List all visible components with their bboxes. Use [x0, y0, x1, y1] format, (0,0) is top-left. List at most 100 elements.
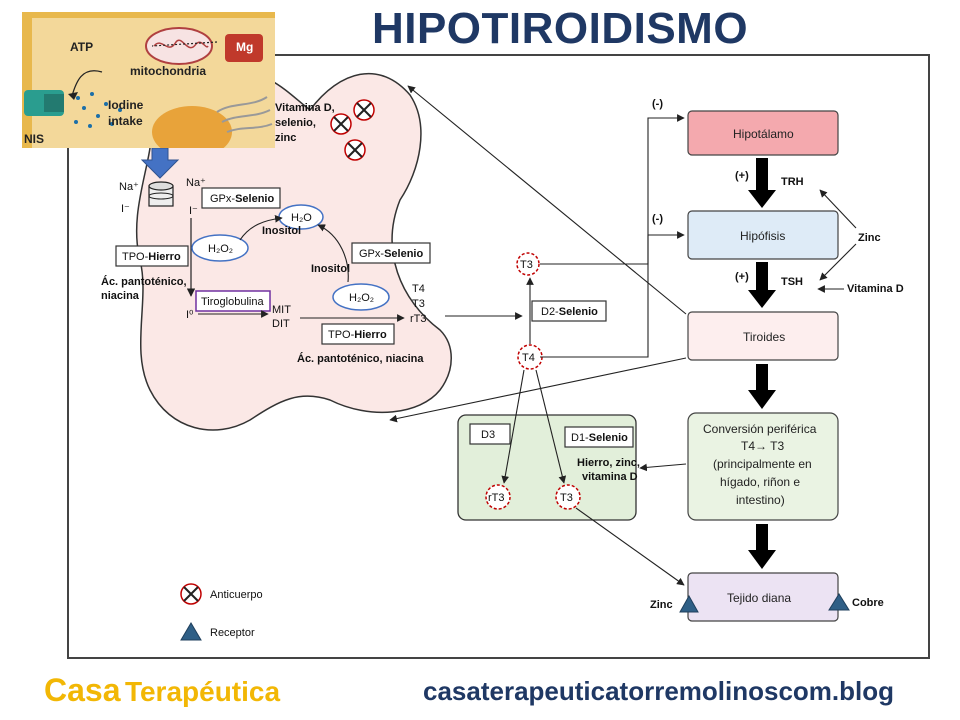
inositol-arrow-2	[317, 224, 349, 283]
d2-selenio-box	[531, 300, 607, 322]
cell-inset-illustration: ATP Mg mitochondria Iodine intake NIS	[22, 12, 275, 148]
hipotalamo-box	[687, 110, 839, 156]
mitochondria-icon	[145, 27, 213, 65]
tiroides-to-cell-top-arrow	[407, 85, 687, 315]
hipofisis-box	[687, 210, 839, 260]
tpo-hierro-box-1	[115, 245, 189, 267]
conversion-label-1: Conversión periférica	[703, 422, 817, 436]
conversion-label-2: T4→ T3	[741, 439, 784, 453]
vitamina-d-green-label: vitamina D	[582, 471, 638, 483]
conversion-label-4: hígado, riñon e	[720, 475, 800, 489]
antibody-icon-3	[344, 139, 366, 161]
selenio-label: selenio,	[275, 117, 316, 129]
h2o2-label-2: H₂O₂	[349, 292, 374, 304]
niacina-label-1: niacina	[101, 290, 140, 302]
tpo-hierro-label-2: TPO-Hierro	[328, 329, 387, 341]
gpx-selenio-label-1: GPx-Selenio	[210, 193, 274, 205]
ac-pantotenico-label-1: Ác. pantoténico,	[101, 275, 187, 288]
pos-label-2: (+)	[735, 271, 749, 283]
d1-selenio-box	[564, 426, 634, 448]
thick-arrow-tsh	[748, 262, 776, 308]
inositol-label-1: Inositol	[262, 225, 301, 237]
golgi-shape	[216, 96, 273, 133]
gpx-selenio-box-1	[201, 187, 281, 209]
conversion-to-deiodinase-arrow	[639, 463, 687, 472]
brand-footer: Casa Terapéutica	[44, 672, 280, 709]
t3-to-tejido-arrow	[575, 507, 685, 586]
tsh-label: TSH	[781, 276, 803, 288]
d1-selenio-label: D1-Selenio	[571, 432, 628, 444]
zinc-receptor-label: Zinc	[650, 599, 673, 611]
receptor-cobre-icon	[828, 593, 850, 611]
conversion-label-5: intestino)	[736, 493, 785, 507]
conversion-label-3: (principalmente en	[713, 457, 812, 471]
neg-label-2: (-)	[652, 213, 663, 225]
hipofisis-label: Hipófisis	[740, 229, 785, 243]
legend-antibody-icon	[180, 583, 202, 605]
nis-transporter-icon	[148, 181, 174, 207]
page-title: HIPOTIROIDISMO	[371, 4, 749, 53]
rt3-cloud	[485, 484, 511, 510]
inositol-arrow-1	[239, 214, 283, 241]
pos-label-1: (+)	[735, 170, 749, 182]
rt3-middle-label: rT3	[488, 492, 505, 504]
thick-arrow-trh	[748, 158, 776, 208]
nis-label: NIS	[24, 132, 45, 146]
thick-arrow-conversion	[748, 364, 776, 409]
cobre-label: Cobre	[852, 597, 884, 609]
t3-bottom-label: T3	[560, 492, 573, 504]
antibody-icon-2	[353, 99, 375, 121]
tejido-diana-label: Tejido diana	[727, 591, 791, 605]
inositol-label-2: Inositol	[311, 263, 350, 275]
tiroides-label: Tiroides	[743, 330, 785, 344]
iodine-label: Iodine	[108, 98, 144, 112]
h2o2-label-1: H₂O₂	[208, 243, 233, 255]
hierro-zinc-label: Hierro, zinc,	[577, 457, 640, 469]
i-left-label: I⁻	[121, 203, 130, 215]
zinc-label: zinc	[275, 132, 296, 144]
intake-label: intake	[108, 114, 143, 128]
vitamina-d-axis-label: Vitamina D	[847, 283, 904, 295]
feedback-hipofisis-line	[540, 231, 685, 265]
legend-anticuerpo-label: Anticuerpo	[210, 589, 263, 601]
thick-arrow-tejido	[748, 524, 776, 569]
h2o-label: H₂O	[291, 212, 312, 224]
d3-box	[469, 423, 511, 445]
conversion-box	[687, 412, 839, 521]
zinc-to-tsh-arrow	[819, 243, 857, 281]
i-right-label: I⁻	[189, 205, 198, 217]
zinc-axis-label: Zinc	[858, 232, 881, 244]
dit-label: DIT	[272, 318, 290, 330]
mg-label: Mg	[236, 40, 254, 54]
t4-to-rt3-arrow	[501, 369, 525, 484]
receptor-zinc-icon	[679, 594, 699, 613]
atp-label: ATP	[70, 40, 94, 54]
brand-terapeutica: Terapéutica	[124, 676, 281, 707]
legend-receptor-label: Receptor	[210, 627, 255, 639]
t3-top-label: T3	[520, 259, 533, 271]
t3-top-cloud	[516, 252, 540, 276]
tiroides-to-cell-bottom-arrow	[389, 357, 687, 423]
rt3-cell-label: rT3	[410, 313, 427, 325]
trh-label: TRH	[781, 176, 804, 188]
neg-label-1: (-)	[652, 98, 663, 110]
mitochondria-label: mitochondria	[130, 64, 207, 78]
mg-box	[225, 34, 263, 62]
h2o2-ellipse-1	[191, 234, 249, 262]
t4-middle-label: T4	[522, 352, 535, 364]
antibody-icon-1	[330, 113, 352, 135]
vitamina-label: Vitamina D,	[275, 102, 335, 114]
na-right-label: Na⁺	[186, 177, 206, 189]
d2-selenio-label: D2-Selenio	[541, 306, 598, 318]
tiroides-box	[687, 311, 839, 361]
brand-casa: Casa	[44, 672, 121, 708]
nucleus-shape	[152, 106, 232, 148]
d3-label: D3	[481, 429, 495, 441]
tiroglobulina-box	[195, 290, 271, 312]
ac-pantotenico-label-2: Ác. pantoténico, niacina	[297, 352, 424, 365]
gpx-selenio-box-2	[351, 242, 431, 264]
inset-graphic	[22, 12, 275, 148]
hipotalamo-label: Hipotálamo	[733, 127, 794, 141]
website-link[interactable]: casaterapeuticatorremolinoscom.blog	[423, 676, 895, 706]
